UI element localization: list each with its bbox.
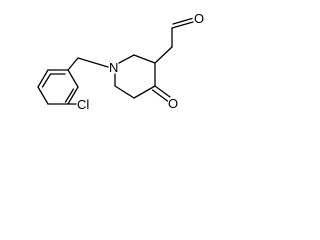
bond-aldehyde-double-1 [171,21,194,29]
ketone-oxygen-label: O [168,96,178,111]
bond-ch2-n [77,57,109,68]
chlorine-atom-label: Cl [77,97,89,112]
bond-c5-c6 [114,85,135,99]
bond-aldehyde-double-2 [172,17,193,25]
bond-c4-c5 [133,85,156,99]
aldehyde-oxygen-label: O [194,11,204,26]
bond-ring-c3-c4 [67,86,79,105]
benzene-ring [37,69,79,105]
bond-ring-c5-c6 [37,86,49,105]
molecule-structure: Cl N O O [37,11,204,112]
bond-ketone-double-2 [151,89,169,102]
bond-n-c2 [118,54,135,64]
bond-ring-c2-c3 [67,69,79,88]
bond-ring-double-right [64,88,75,103]
piperidinone-ring [114,54,156,99]
nitrogen-atom-label: N [109,60,118,75]
bond-c3-ch2 [154,46,173,64]
bond-ring-c6-c1 [37,69,49,88]
bond-ring-double-left [41,73,52,88]
bond-c2-c3 [133,54,156,64]
bond-ring-ch2 [67,57,79,71]
bond-ketone-double-1 [154,85,171,98]
